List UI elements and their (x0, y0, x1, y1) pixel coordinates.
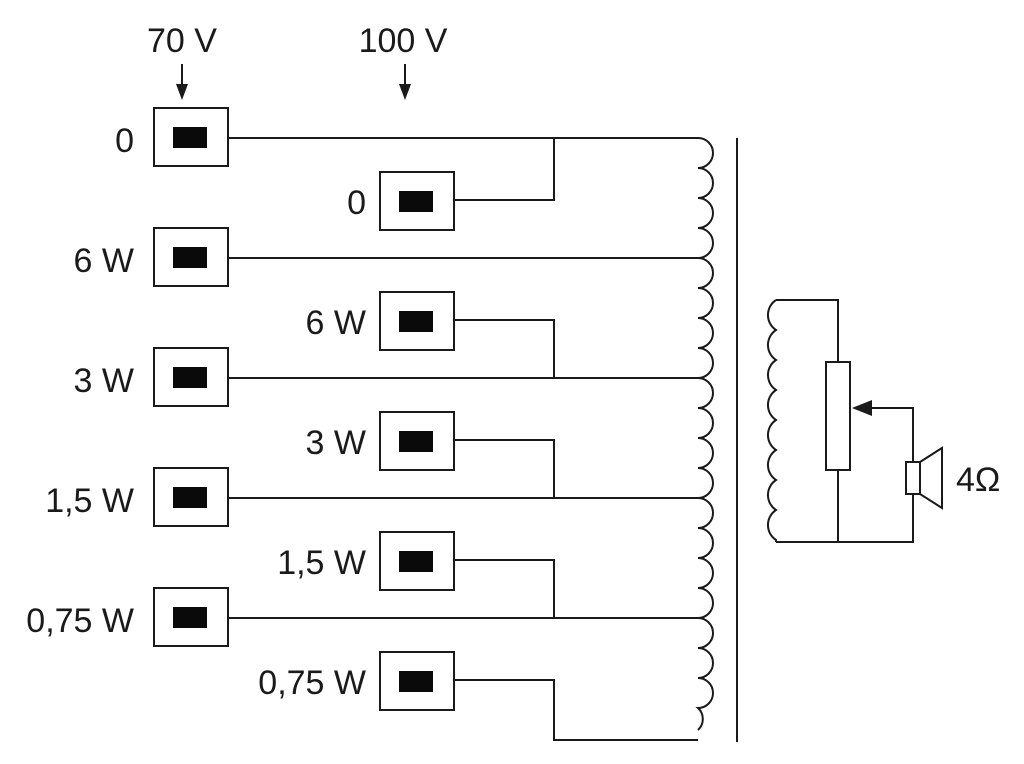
tap-70v-label-1: 6 W (74, 242, 134, 280)
tap-70v-label-4: 0,75 W (26, 602, 134, 640)
tap-100v-label-1: 6 W (306, 304, 366, 342)
header-70v: 70 V (147, 22, 217, 60)
terminal-100v-1 (379, 291, 455, 351)
tap-70v-label-2: 3 W (74, 362, 134, 400)
wiper-arrow-icon (852, 400, 872, 416)
primary-coil (695, 137, 714, 731)
terminal-70v-4 (153, 587, 229, 647)
terminal-100v-3 (379, 531, 455, 591)
tap-100v-label-3: 1,5 W (277, 544, 366, 582)
wiring-70v (228, 137, 698, 619)
terminal-100v-0 (379, 171, 455, 231)
terminal-100v-2 (379, 411, 455, 471)
terminal-70v-3 (153, 467, 229, 527)
arrow-70v-icon (176, 64, 188, 100)
arrow-100v-icon (399, 64, 411, 100)
wiring-100v (454, 138, 698, 741)
tap-70v-label-0: 0 (115, 122, 134, 160)
tap-100v-label-2: 3 W (306, 424, 366, 462)
speaker-impedance-label: 4Ω (956, 461, 1000, 499)
tap-100v-label-4: 0,75 W (258, 664, 366, 702)
speaker-icon (905, 446, 943, 510)
tap-70v-label-3: 1,5 W (45, 482, 134, 520)
secondary-wiring (776, 299, 914, 543)
terminal-70v-2 (153, 347, 229, 407)
terminal-70v-1 (153, 227, 229, 287)
terminal-70v-0 (153, 107, 229, 167)
tap-100v-label-0: 0 (347, 184, 366, 222)
secondary-coil (767, 299, 778, 543)
terminal-100v-4 (379, 651, 455, 711)
potentiometer (825, 361, 851, 471)
header-100v: 100 V (359, 22, 448, 60)
